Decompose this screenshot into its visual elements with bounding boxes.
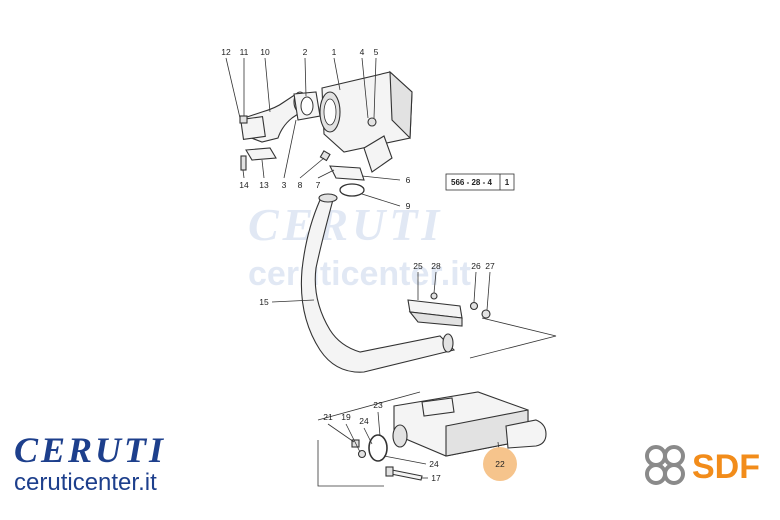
part-lower-silencer[interactable] <box>392 391 547 457</box>
callout-3[interactable]: 3 <box>282 180 287 190</box>
callout-25[interactable]: 25 <box>413 261 423 271</box>
callout-21[interactable]: 21 <box>323 412 333 422</box>
callout-14[interactable]: 14 <box>239 180 249 190</box>
bracket-line-upper <box>317 391 421 421</box>
part-bolt-4[interactable] <box>367 117 377 127</box>
part-clamp-23[interactable] <box>368 434 388 462</box>
part-bolt-28[interactable] <box>430 292 438 300</box>
leader-lines <box>225 57 501 479</box>
watermark-site: ceruticenter.it <box>248 255 471 293</box>
highlight-marker-22[interactable] <box>483 447 517 481</box>
callout-6[interactable]: 6 <box>406 175 411 185</box>
part-flange-gasket[interactable] <box>293 91 321 121</box>
callout-9[interactable]: 9 <box>406 201 411 211</box>
callout-8[interactable]: 8 <box>298 180 303 190</box>
callout-7[interactable]: 7 <box>316 180 321 190</box>
callout-22[interactable]: 22 <box>495 459 505 469</box>
part-exhaust-pipe[interactable] <box>300 193 456 373</box>
callout-11[interactable]: 11 <box>240 47 249 57</box>
ceruti-logo-name: CERUTI <box>14 430 166 470</box>
callout-13[interactable]: 13 <box>259 180 269 190</box>
watermark-brand: CERUTI <box>248 199 443 250</box>
part-bolt-17[interactable] <box>385 466 423 481</box>
callout-12[interactable]: 12 <box>221 47 231 57</box>
callout-4[interactable]: 4 <box>360 47 365 57</box>
sdf-logo-name: SDF <box>692 448 760 486</box>
sdf-knot-icon <box>645 445 685 485</box>
part-bracket-25[interactable] <box>407 299 463 327</box>
bracket-line-left <box>317 440 384 487</box>
callout-labels: 12 11 10 2 1 4 5 14 13 3 8 7 6 9 15 25 2… <box>221 47 495 483</box>
part-nut-27[interactable] <box>481 309 491 319</box>
part-nut-11[interactable] <box>239 115 248 124</box>
reference-code: 566 - 28 - 4 <box>451 178 492 187</box>
ceruti-logo-site: ceruticenter.it <box>14 469 157 496</box>
part-clamp-9[interactable] <box>339 183 365 197</box>
callout-27[interactable]: 27 <box>485 261 495 271</box>
callout-15[interactable]: 15 <box>259 297 269 307</box>
callout-1[interactable]: 1 <box>332 47 337 57</box>
callout-17[interactable]: 17 <box>431 473 441 483</box>
callout-2[interactable]: 2 <box>303 47 308 57</box>
sdf-logo: SDF <box>645 445 760 486</box>
part-washer-26[interactable] <box>469 301 479 311</box>
part-gasket-plate[interactable] <box>245 147 277 161</box>
callout-10[interactable]: 10 <box>260 47 270 57</box>
callout-5[interactable]: 5 <box>374 47 379 57</box>
callout-26[interactable]: 26 <box>471 261 481 271</box>
reference-sheet: 1 <box>505 178 510 187</box>
part-elbow[interactable] <box>240 91 307 143</box>
callout-24-lower[interactable]: 24 <box>429 459 439 469</box>
part-washer-19[interactable] <box>357 449 367 459</box>
part-bracket-6[interactable] <box>329 165 365 181</box>
watermark: CERUTI ceruticenter.it <box>248 199 471 293</box>
bracket-line-right <box>469 317 557 359</box>
callout-24-upper[interactable]: 24 <box>359 416 369 426</box>
reference-code-box: 566 - 28 - 4 1 <box>445 173 515 191</box>
part-stud[interactable] <box>240 155 247 171</box>
callout-19[interactable]: 19 <box>341 412 351 422</box>
callout-23[interactable]: 23 <box>373 400 383 410</box>
callout-28[interactable]: 28 <box>431 261 441 271</box>
ceruti-logo: CERUTI ceruticenter.it <box>14 430 166 496</box>
